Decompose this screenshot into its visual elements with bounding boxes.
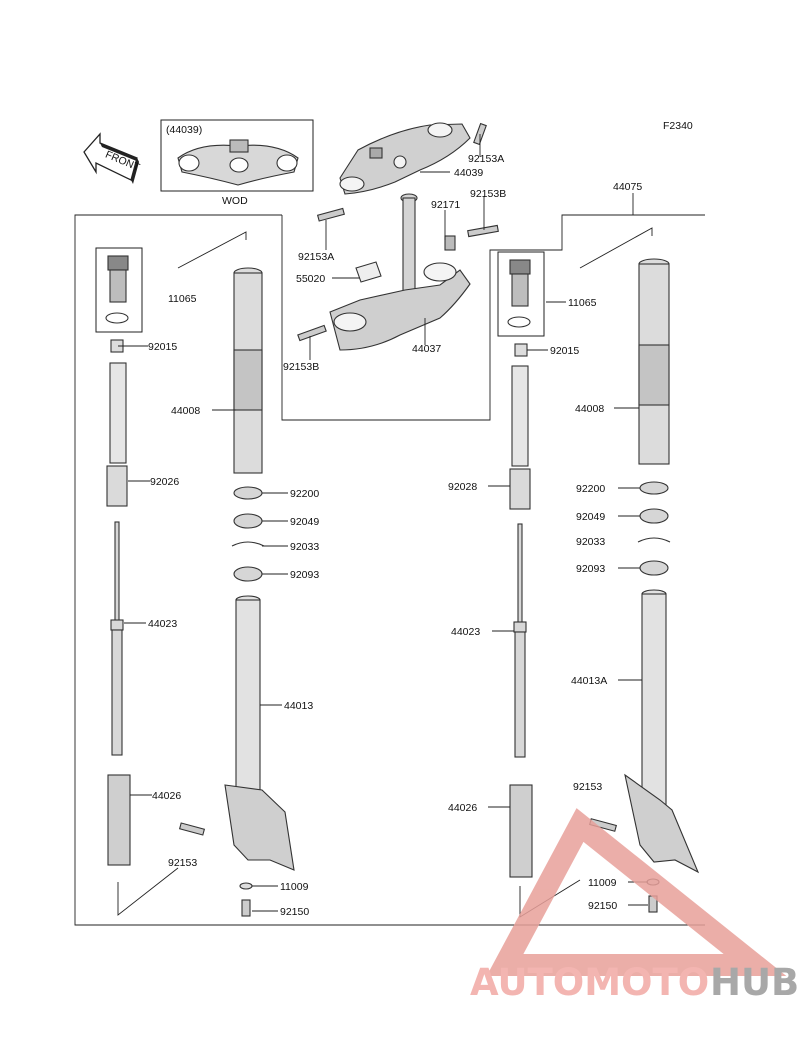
right-spacer-tube-icon (511, 365, 529, 467)
label-11009-left: 11009 (280, 881, 309, 893)
label-92150-left: 92150 (280, 906, 309, 918)
label-92153a-left: 92153A (298, 251, 334, 263)
right-seal-set-icon (637, 481, 671, 576)
label-92033-right: 92033 (576, 536, 605, 548)
label-92153b-bottom: 92153B (283, 361, 319, 373)
right-spring-icon (509, 784, 533, 878)
upper-triple-clamp-icon (339, 122, 471, 195)
left-spring-icon (107, 774, 131, 866)
label-11065-left: 11065 (168, 293, 197, 305)
label-92200-right: 92200 (576, 483, 605, 495)
figure-code: F2340 (663, 120, 693, 132)
watermark-triangle-icon (486, 808, 787, 976)
left-inner-tube-icon (224, 595, 295, 871)
label-92153b-top: 92153B (470, 188, 506, 200)
label-92200-left: 92200 (290, 488, 319, 500)
left-washer-icon (239, 882, 253, 890)
bolt-92153b-top-icon (467, 224, 499, 238)
label-44013: 44013 (284, 700, 313, 712)
right-cap-assembly-icon (497, 251, 545, 337)
upper-bracket-icon (177, 139, 299, 186)
label-92049-left: 92049 (290, 516, 319, 528)
label-92049-right: 92049 (576, 511, 605, 523)
right-collar-icon (509, 468, 531, 510)
left-drain-bolt-icon (241, 899, 251, 917)
watermark: AUTOMOTO HUB (470, 808, 799, 1004)
left-collar-icon (106, 465, 128, 507)
label-92153-right: 92153 (573, 781, 602, 793)
left-outer-tube-icon (233, 267, 263, 474)
inset-caption: WOD (222, 195, 248, 207)
label-11009-right: 11009 (588, 877, 617, 889)
label-55020: 55020 (296, 273, 325, 285)
leader-lines (117, 134, 653, 918)
left-bolt-92153-icon (178, 822, 206, 836)
inset-part-ref: (44039) (166, 124, 202, 136)
label-44075: 44075 (613, 181, 642, 193)
bolt-92153a-left-icon (316, 207, 345, 222)
label-44026-right: 44026 (448, 802, 477, 814)
label-92015-left: 92015 (148, 341, 177, 353)
left-seal-set-icon (231, 486, 265, 582)
label-44039: 44039 (454, 167, 483, 179)
label-11065-right: 11065 (568, 297, 597, 309)
label-55020-icon (355, 261, 382, 283)
label-92093-right: 92093 (576, 563, 605, 575)
label-92028: 92028 (448, 481, 477, 493)
right-outer-tube-icon (638, 258, 670, 465)
left-damper-rod-icon (110, 521, 124, 756)
label-44023-left: 44023 (148, 618, 177, 630)
right-damper-rod-icon (513, 523, 527, 758)
right-inner-tube-icon (624, 589, 700, 874)
inset-box: (44039) WOD (160, 119, 314, 207)
label-92153a-top: 92153A (468, 153, 504, 165)
label-44008-left: 44008 (171, 405, 200, 417)
label-92093-left: 92093 (290, 569, 319, 581)
label-92015-right: 92015 (550, 345, 579, 357)
steering-stem-icon (400, 193, 418, 309)
watermark-text-part1: AUTOMOTO (470, 961, 709, 1004)
lower-triple-clamp-icon (329, 235, 471, 351)
frame-lines (74, 214, 705, 926)
front-arrow-icon: FRONT (83, 132, 142, 184)
label-92026: 92026 (150, 476, 179, 488)
label-44026-left: 44026 (152, 790, 181, 802)
label-92150-right: 92150 (588, 900, 617, 912)
label-92171: 92171 (431, 199, 460, 211)
watermark-text-part2: HUB (710, 961, 799, 1004)
label-44013a: 44013A (571, 675, 607, 687)
bolt-92153b-bottom-icon (297, 324, 327, 342)
left-spacer-tube-icon (109, 362, 127, 464)
label-92153-left: 92153 (168, 857, 197, 869)
label-44023-right: 44023 (451, 626, 480, 638)
label-44037: 44037 (412, 343, 441, 355)
label-44008-right: 44008 (575, 403, 604, 415)
right-nut-icon (514, 343, 528, 357)
label-92033-left: 92033 (290, 541, 319, 553)
left-cap-assembly-icon (95, 247, 143, 333)
